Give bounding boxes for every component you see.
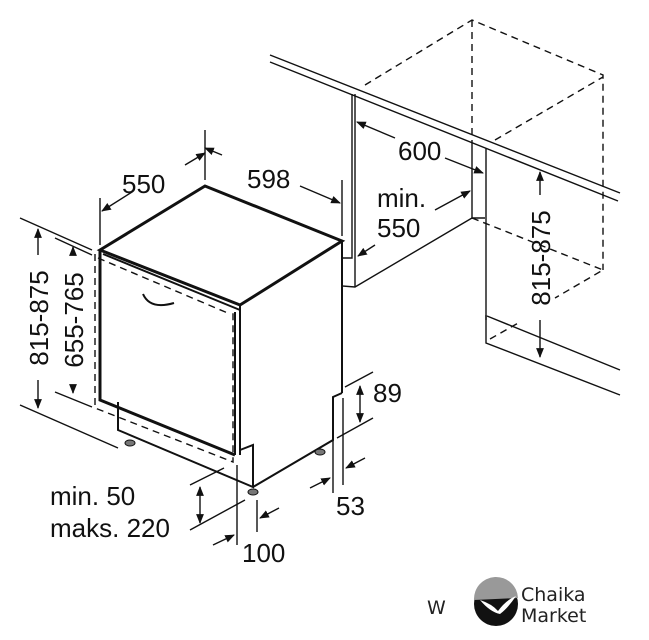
dishwasher [94,184,346,496]
niche-height-label: 815-875 [526,210,556,305]
dimension-lines [19,121,544,546]
depth-label: 550 [122,169,165,199]
cabinet-niche [341,94,621,396]
countertop [269,54,621,202]
door-height-label: 655-765 [59,272,89,367]
foot-back-right [314,448,326,456]
width-label: 598 [247,164,290,194]
foot-offset-back-label: 53 [336,491,365,521]
total-height-label: 815-875 [24,270,54,365]
watermark: W Chaika Market [427,576,586,627]
niche-width-label: 600 [398,136,441,166]
plinth-min-label: min. 50 [50,481,135,511]
seagull-logo-icon [473,576,518,626]
watermark-prefix: W [427,597,446,619]
neighbour-cabinet-dashed [364,19,605,340]
niche-depth-min-label: min. [377,183,426,213]
foot-offset-front-label: 100 [242,538,285,568]
plinth-max-label: maks. 220 [50,513,170,543]
niche-depth-value-label: 550 [377,213,420,243]
foot-front-left [124,439,136,447]
brand-line1: Chaika [521,584,586,606]
brand-line2: Market [521,605,586,627]
plinth-height-label: 89 [373,378,402,408]
door-handle [142,293,175,307]
foot-front-right [247,488,259,496]
